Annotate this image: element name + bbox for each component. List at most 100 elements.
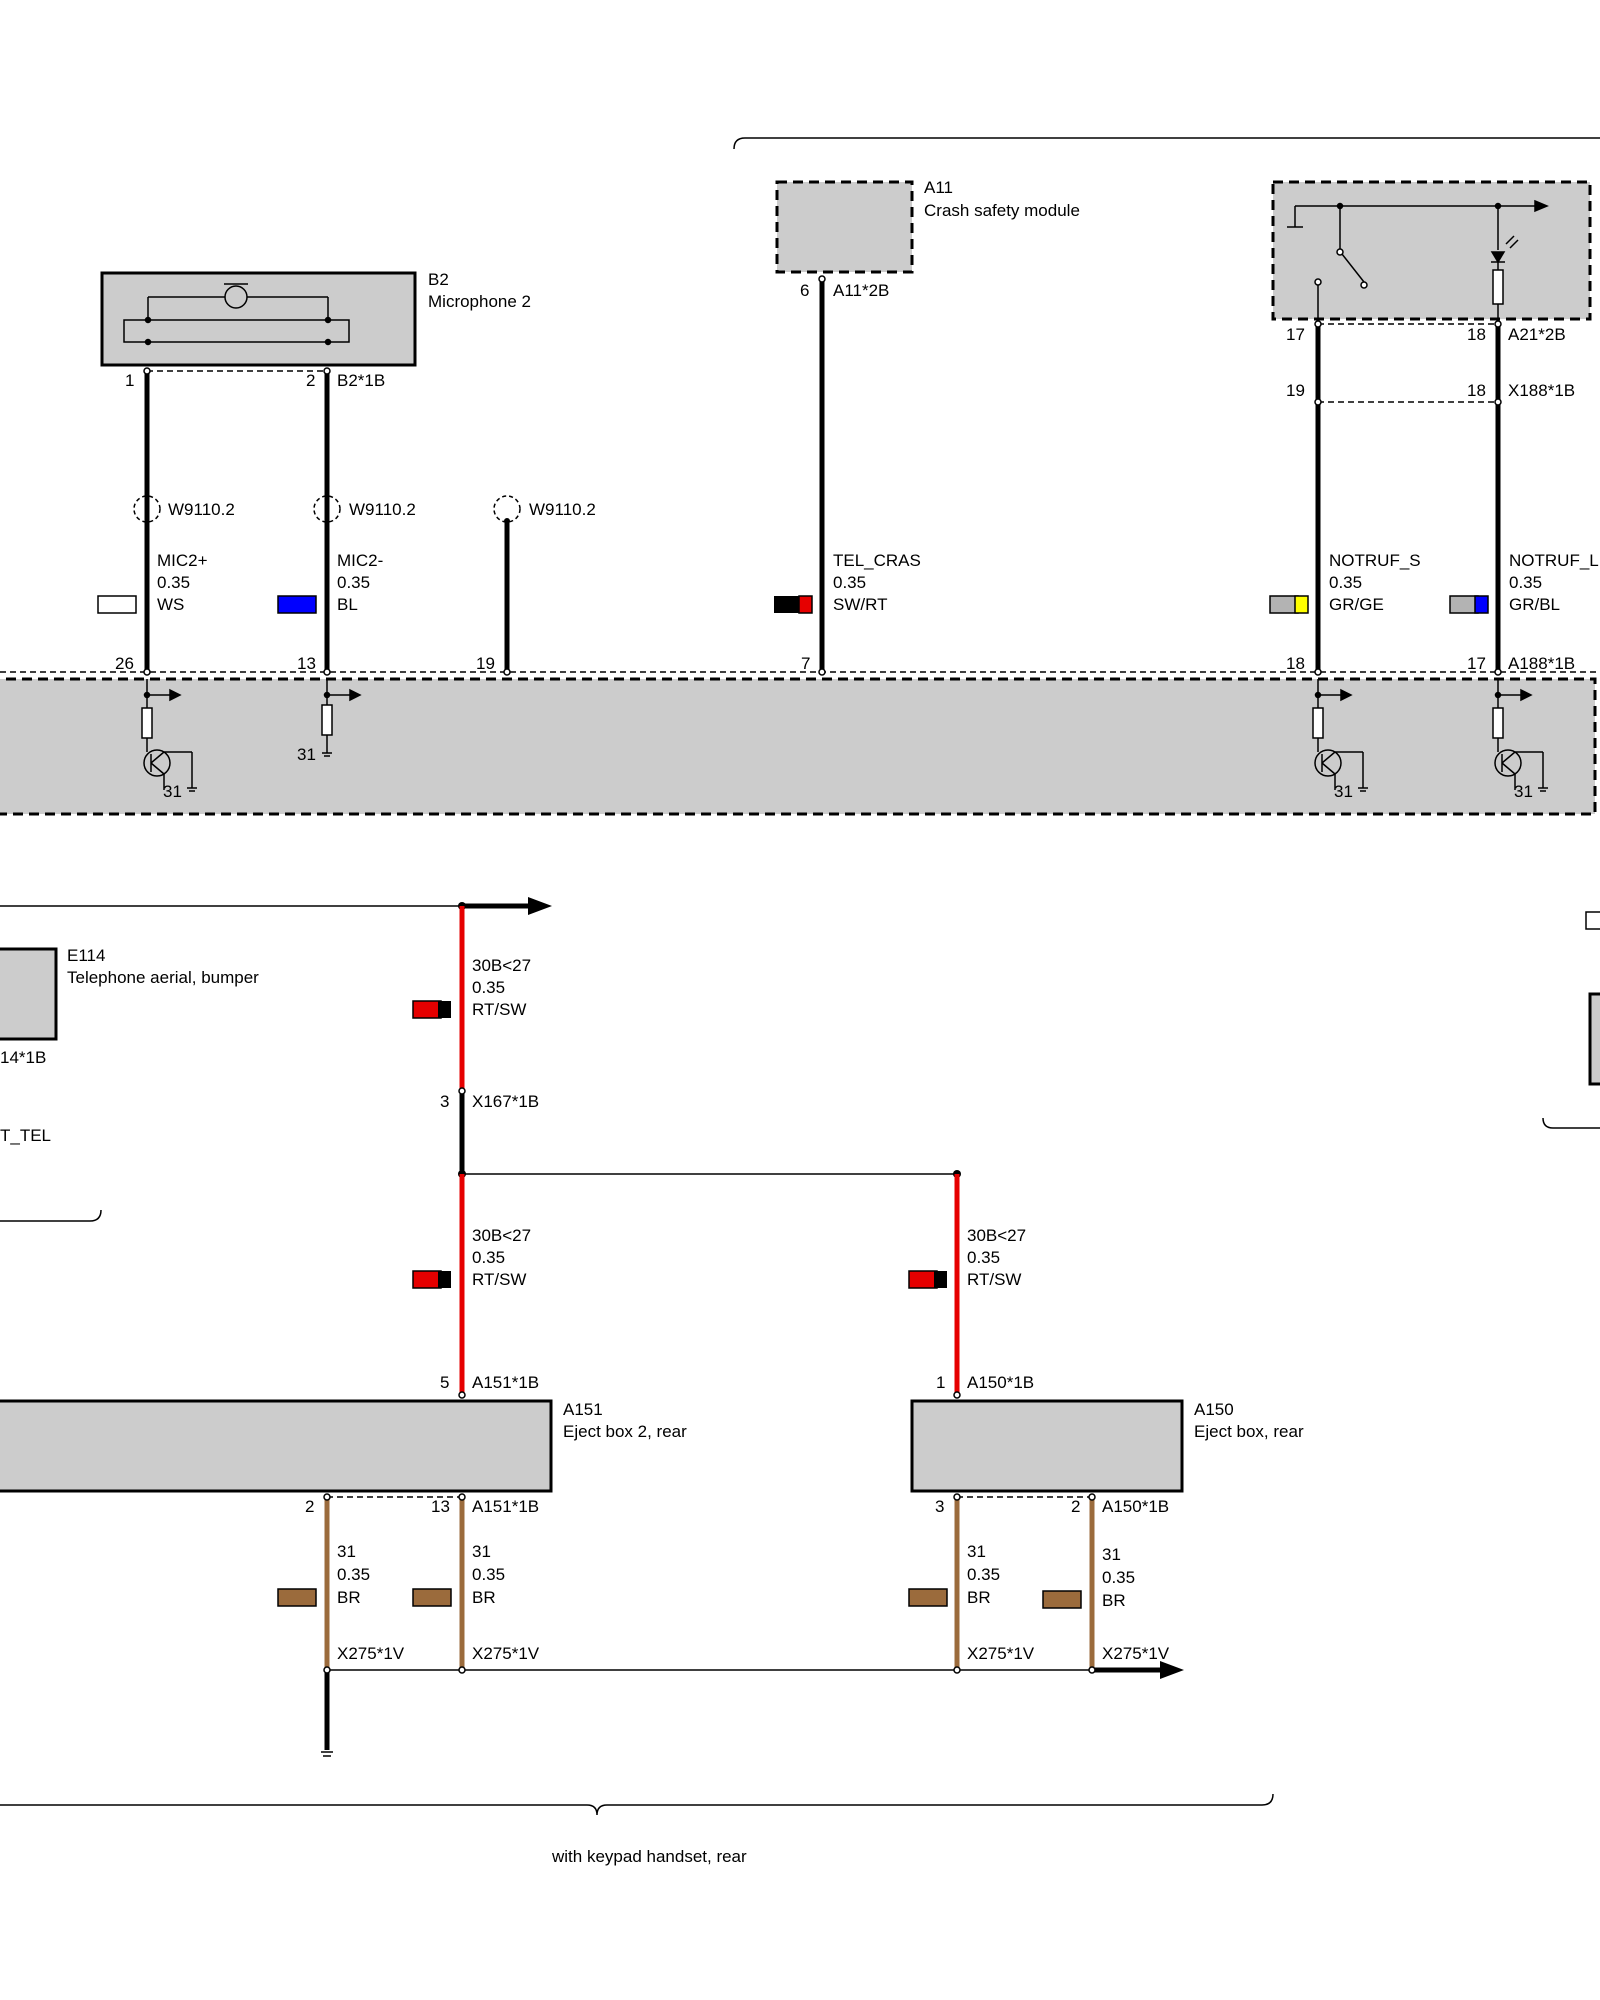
- x167-pin: [458, 1087, 466, 1095]
- a188-ground-4: 31: [1514, 782, 1533, 801]
- component-a150[interactable]: [910, 1399, 1184, 1493]
- w30b-top-gauge: 0.35: [472, 978, 505, 997]
- tel-cras-gauge: 0.35: [833, 573, 866, 592]
- color-swatch-rt-sw: [908, 1270, 947, 1289]
- tel-cras-color: SW/RT: [833, 595, 887, 614]
- arrow-right-icon: [528, 897, 552, 915]
- a188-pin-19: 19: [476, 654, 495, 673]
- option-bracket-left: [0, 1209, 102, 1222]
- color-swatch-br: [908, 1588, 948, 1607]
- color-swatch-sw-rt: [774, 595, 813, 614]
- option-bracket-right: [1542, 1117, 1600, 1129]
- color-swatch-br: [412, 1588, 452, 1607]
- a150-connector-top: A150*1B: [967, 1373, 1034, 1392]
- tel-cras-signal: TEL_CRAS: [833, 551, 921, 570]
- x188-connector: X188*1B: [1508, 381, 1575, 400]
- w30b-r-gauge: 0.35: [967, 1248, 1000, 1267]
- splice-terminal: [458, 1666, 466, 1674]
- splice-label-1: X275*1V: [337, 1644, 405, 1663]
- shield-icon: [313, 495, 341, 523]
- component-b2[interactable]: [100, 271, 417, 367]
- switch-symbol: [1287, 199, 1549, 319]
- w30b-r-signal: 30B<27: [967, 1226, 1026, 1245]
- microphone-symbol: [123, 283, 350, 346]
- x167-pin-label: 3: [440, 1092, 449, 1111]
- b2-id: B2: [428, 270, 449, 289]
- notruf-l-gauge: 0.35: [1509, 573, 1542, 592]
- a11-pin: 6: [800, 281, 809, 300]
- w30b-top-signal: 30B<27: [472, 956, 531, 975]
- color-swatch-bl: [277, 595, 317, 614]
- mic2m-gauge: 0.35: [337, 573, 370, 592]
- notruf-l-signal: NOTRUF_L: [1509, 551, 1599, 570]
- option-bracket-top: [733, 137, 1600, 150]
- a150-connector-bottom: A150*1B: [1102, 1497, 1169, 1516]
- g3-color: BR: [967, 1588, 991, 1607]
- a150-name: Eject box, rear: [1194, 1422, 1304, 1441]
- w30b-l-signal: 30B<27: [472, 1226, 531, 1245]
- a151-connector-top: A151*1B: [472, 1373, 539, 1392]
- shield-drain-dot: [504, 518, 510, 524]
- component-e114[interactable]: [0, 947, 58, 1041]
- mic2p-color: WS: [157, 595, 184, 614]
- splice-label-3: X275*1V: [967, 1644, 1035, 1663]
- arrow-right-icon: [1160, 1661, 1184, 1679]
- pin-terminals: [143, 275, 1502, 676]
- component-a21[interactable]: [1271, 180, 1592, 321]
- x188-pin-a: 19: [1286, 381, 1305, 400]
- splice-terminal: [953, 1666, 961, 1674]
- a151-pin-b1: 2: [305, 1497, 314, 1516]
- g3-gauge: 0.35: [967, 1565, 1000, 1584]
- a151-pin-b2-terminal: [458, 1493, 466, 1501]
- g2-signal: 31: [472, 1542, 491, 1561]
- g1-gauge: 0.35: [337, 1565, 370, 1584]
- option-bracket-bottom: [0, 1793, 1274, 1816]
- shield-label-3: W9110.2: [529, 500, 596, 519]
- a151-top-pin: [458, 1391, 466, 1399]
- mic2p-gauge: 0.35: [157, 573, 190, 592]
- a188-ground-2: 31: [297, 745, 316, 764]
- splice-terminal: [1088, 1666, 1096, 1674]
- a151-pin-b1-terminal: [323, 1493, 331, 1501]
- splice-label-2: X275*1V: [472, 1644, 540, 1663]
- a11-connector: A11*2B: [833, 281, 889, 300]
- a21-pin-a: 17: [1286, 325, 1305, 344]
- a11-name: Crash safety module: [924, 201, 1080, 220]
- component-a151[interactable]: [0, 1399, 553, 1493]
- a21-pin-b: 18: [1467, 325, 1486, 344]
- e114-connector: 14*1B: [0, 1048, 46, 1067]
- a151-id: A151: [563, 1400, 603, 1419]
- a188-pin-13: 13: [297, 654, 316, 673]
- g4-gauge: 0.35: [1102, 1568, 1135, 1587]
- g1-signal: 31: [337, 1542, 356, 1561]
- a21-connector: A21*2B: [1508, 325, 1566, 344]
- component-a11[interactable]: [775, 180, 914, 274]
- a151-connector-bottom: A151*1B: [472, 1497, 539, 1516]
- a188-circuit-1: [141, 679, 197, 792]
- a188-circuit-2: [321, 679, 362, 757]
- x188-pin-b: 18: [1467, 381, 1486, 400]
- a188-pin-17: 17: [1467, 654, 1486, 673]
- color-swatch-rt-sw: [412, 1270, 451, 1289]
- a151-name: Eject box 2, rear: [563, 1422, 687, 1441]
- a188-connector: A188*1B: [1508, 654, 1575, 673]
- color-swatch-br: [1042, 1590, 1082, 1609]
- g2-color: BR: [472, 1588, 496, 1607]
- a188-pin-7: 7: [801, 654, 810, 673]
- mic2m-signal: MIC2-: [337, 551, 383, 570]
- b2-pin2: 2: [306, 371, 315, 390]
- a188-pin-18: 18: [1286, 654, 1305, 673]
- mic2p-signal: MIC2+: [157, 551, 208, 570]
- a188-ground-3: 31: [1334, 782, 1353, 801]
- notruf-l-color: GR/BL: [1509, 595, 1560, 614]
- splice-terminal: [323, 1666, 331, 1674]
- a150-pin-b2-terminal: [1088, 1493, 1096, 1501]
- shield-label-1: W9110.2: [168, 500, 235, 519]
- ground-icon: [321, 1751, 333, 1757]
- component-a188[interactable]: [0, 677, 1597, 816]
- g4-signal: 31: [1102, 1545, 1121, 1564]
- g3-signal: 31: [967, 1542, 986, 1561]
- a11-id: A11: [924, 178, 953, 197]
- g1-color: BR: [337, 1588, 361, 1607]
- a188-ground-1: 31: [163, 782, 182, 801]
